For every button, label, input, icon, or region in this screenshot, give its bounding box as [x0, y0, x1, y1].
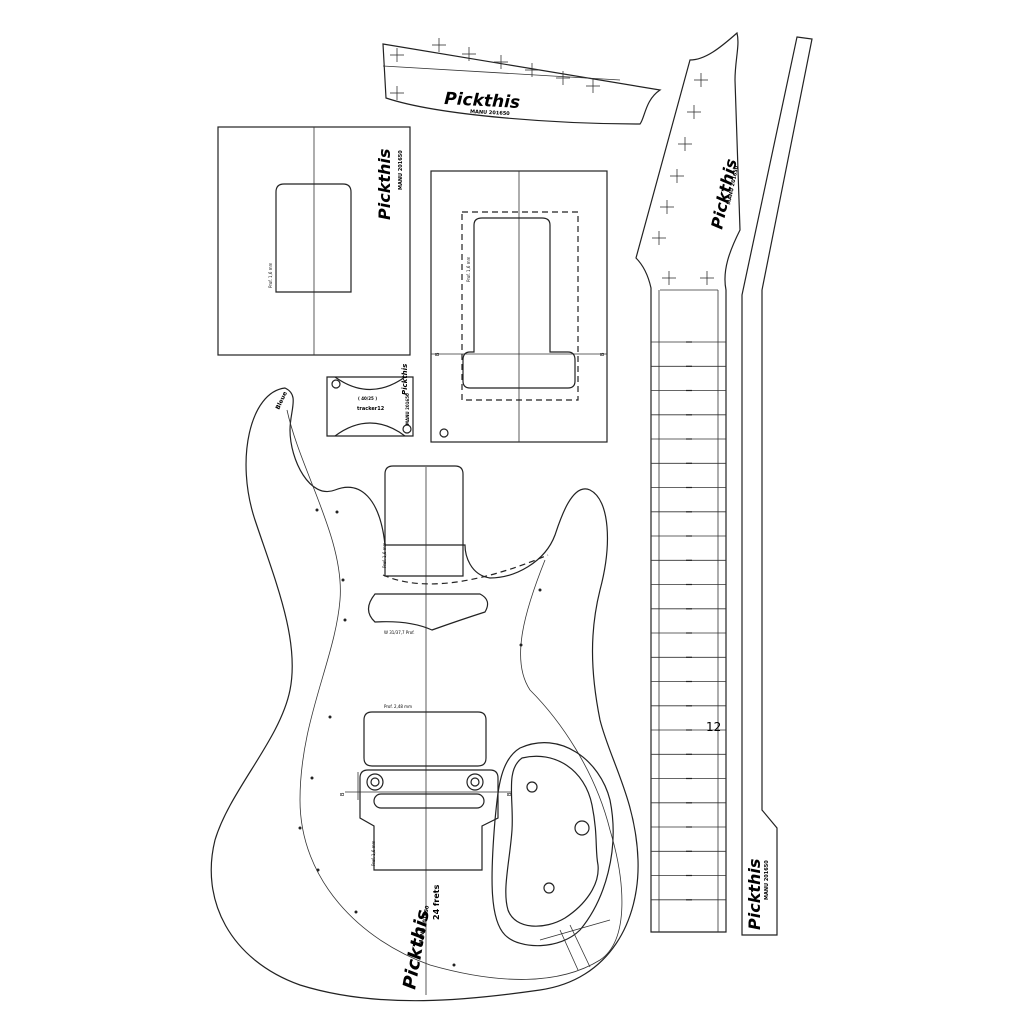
neck-profile-template: Pickthis MANU 201650 — [741, 36, 813, 936]
gauge-logo: Pickthis — [401, 364, 409, 395]
guitar-body: Prof. 1,6 mm W 31/37,7 Prof. Prof. 2,48 … — [210, 387, 639, 1002]
control-cavity-outline — [491, 742, 614, 947]
neck-pickup-label: W 31/37,7 Prof. — [384, 630, 415, 635]
knob-hole-1 — [526, 781, 538, 793]
knob-hole-3 — [543, 882, 555, 894]
bridge-post-hole-left — [366, 773, 384, 791]
bridge-pickup-label: Prof. 2,48 mm — [384, 704, 412, 709]
pocket-depth-label: Prof. 1,6 mm — [268, 262, 273, 288]
body-carve-line — [286, 409, 623, 980]
bridge-label: Prof. 1,6 mm — [371, 840, 376, 866]
bridge-mark-left: B — [340, 792, 346, 796]
bridge-route — [359, 769, 499, 871]
route-mark-left: B — [435, 352, 441, 356]
bridge-post-hole-right — [466, 773, 484, 791]
fret-lines — [651, 290, 726, 932]
pickup-route-template: Prof. 1,6 mm B B — [430, 170, 608, 443]
gauge-label: tracker12 — [357, 406, 385, 412]
neck-pocket-template: Prof. 1,6 mm Pickthis MANU 201650 — [217, 126, 411, 356]
pocket-template-logo-sub: MANU 201650 — [398, 150, 404, 190]
route-depth-label: Prof. 1,6 mm — [466, 256, 471, 282]
profile-logo: Pickthis — [745, 859, 764, 930]
headstock-logo: Pickthis — [444, 89, 521, 113]
gauge-template: ( 40/25 ) tracker12 Pickthis MANU 201650 — [326, 364, 414, 437]
pocket-template-logo: Pickthis — [375, 149, 394, 220]
route-mark-right: B — [600, 352, 606, 356]
neck-tuner-holes — [652, 73, 714, 285]
gauge-logo-sub: MANU 201650 — [405, 393, 410, 425]
neck-pocket — [384, 465, 464, 577]
bridge-mark-right: B — [507, 792, 513, 796]
body-logo: Pickthis — [399, 908, 434, 991]
profile-logo-sub: MANU 201650 — [764, 860, 770, 900]
control-plate — [505, 755, 599, 927]
neck-pocket-label: Prof. 1,6 mm — [382, 542, 387, 568]
headstock-template: Pickthis MANU 201650 — [382, 38, 662, 125]
neck-template: Pickthis MANU 201650 12 — [635, 31, 741, 933]
horn-label: Bleue — [274, 391, 288, 411]
headstock-logo-sub: MANU 201650 — [470, 109, 510, 117]
frets-label: 24 frets — [432, 884, 441, 920]
bridge-pickup-route — [363, 711, 487, 767]
gauge-small-label: ( 40/25 ) — [358, 396, 377, 401]
body-reference-dots — [298, 508, 542, 967]
fret-marker-12: 12 — [706, 720, 721, 734]
neck-pickup-route — [367, 593, 489, 631]
knob-hole-2 — [574, 820, 590, 836]
tuner-holes — [390, 38, 600, 100]
